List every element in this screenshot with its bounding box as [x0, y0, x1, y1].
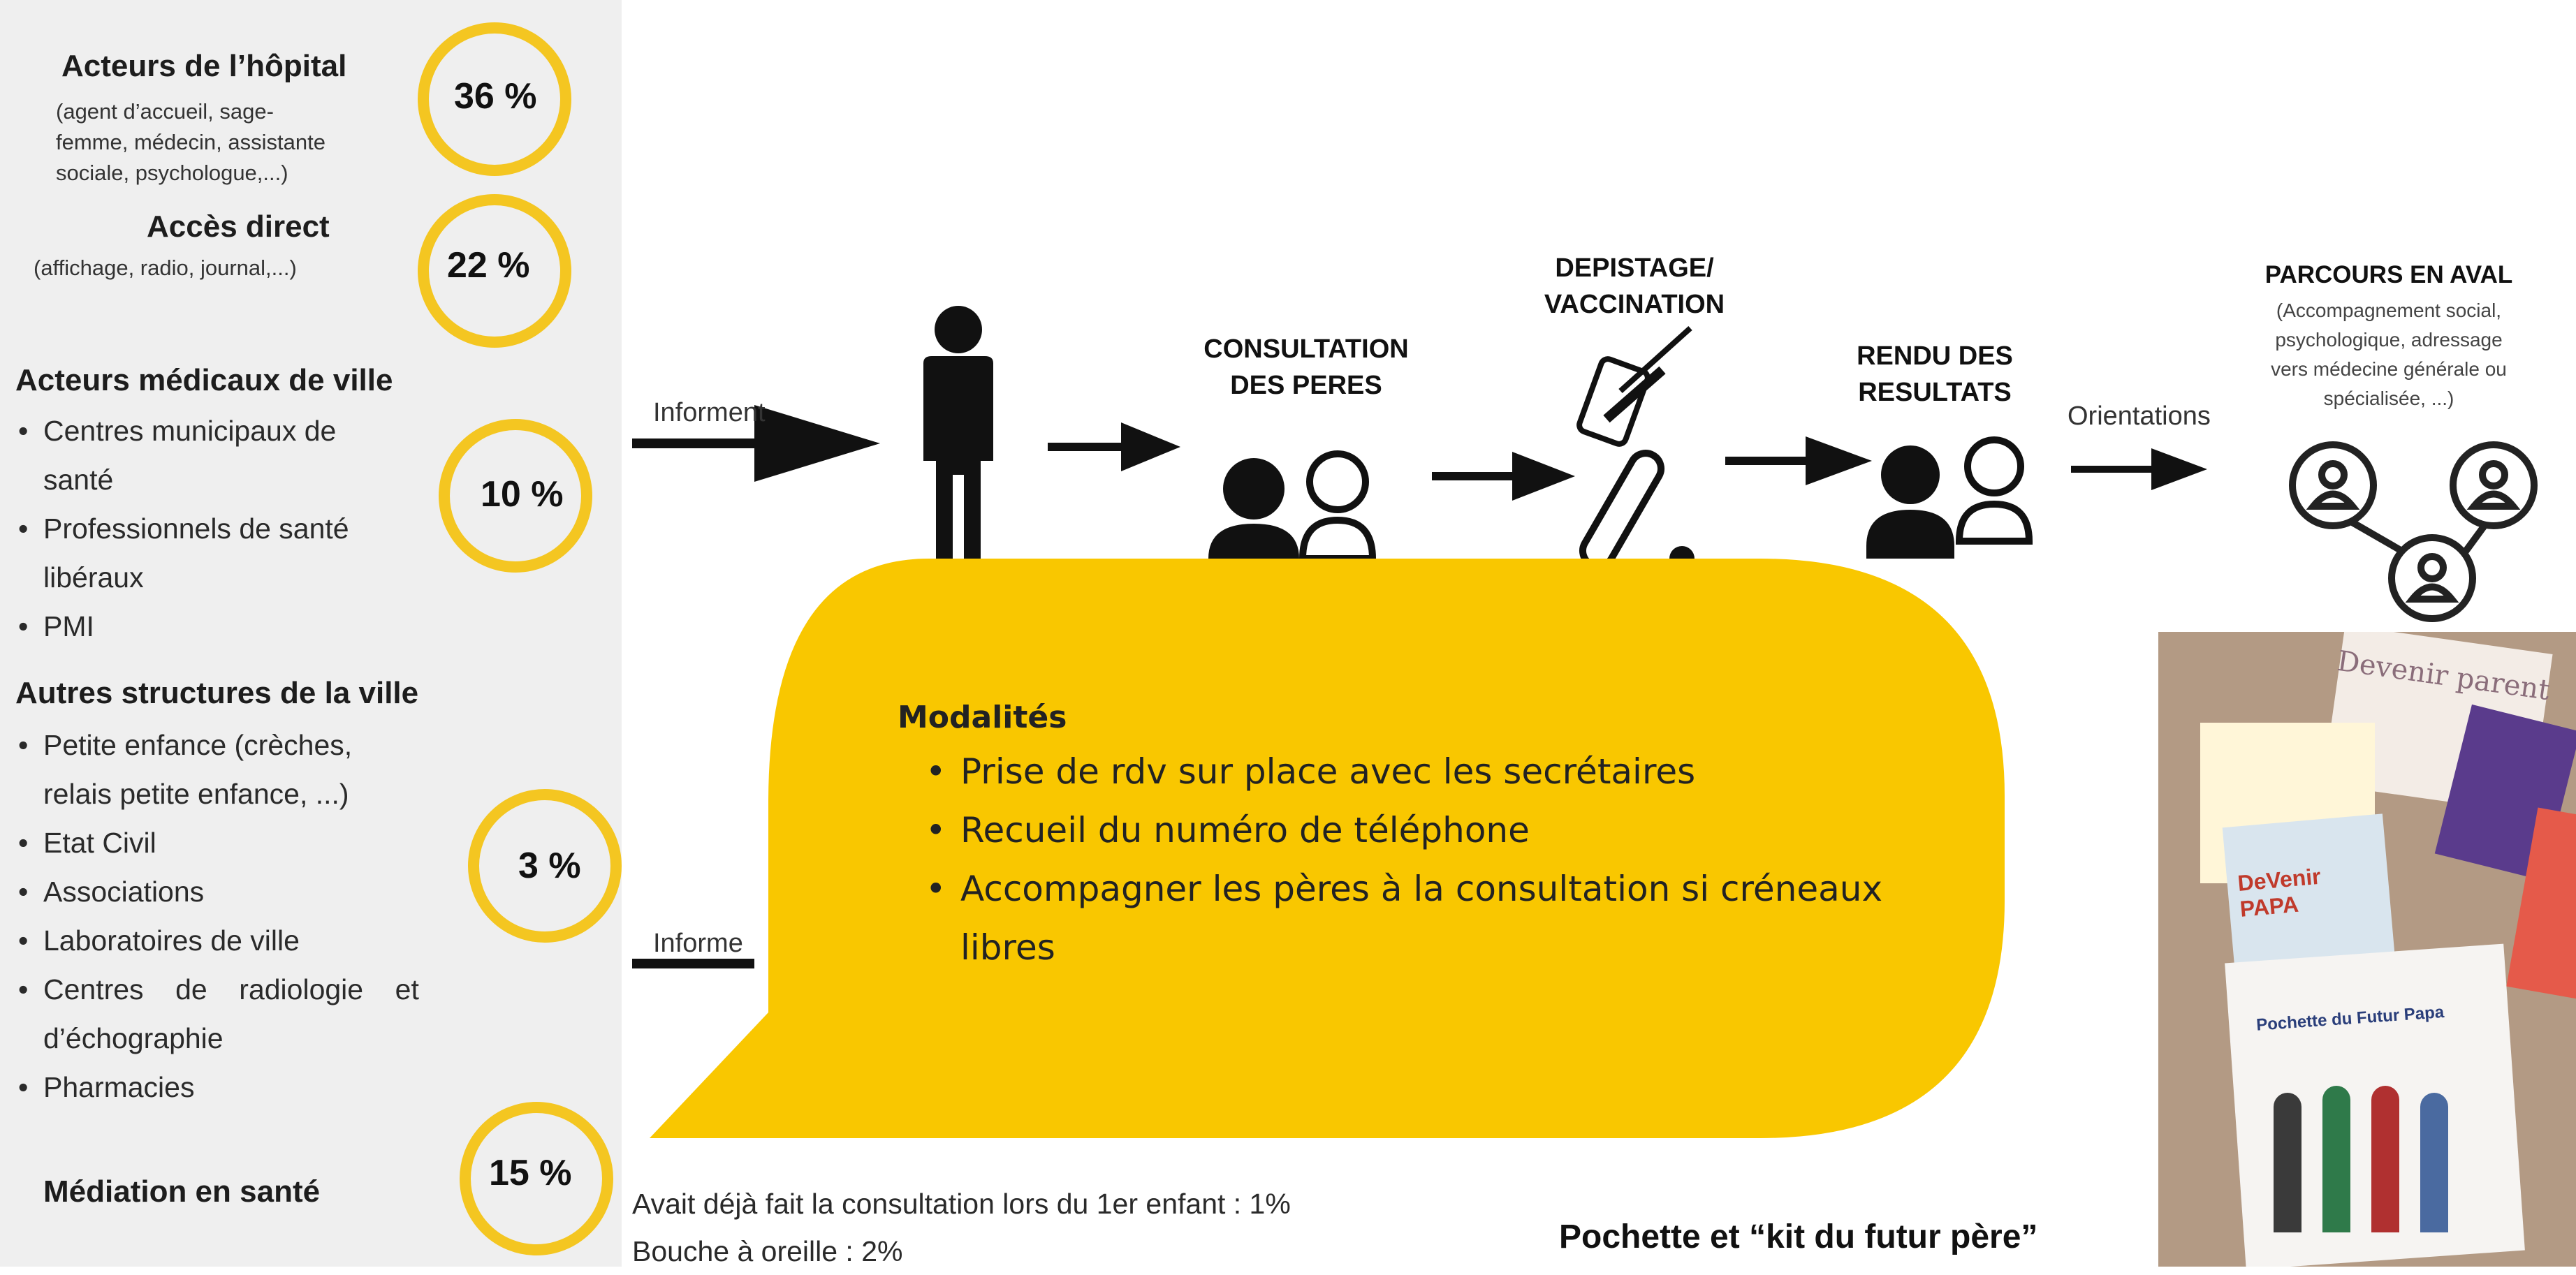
hospital-title: Acteurs de l’hôpital: [61, 49, 347, 83]
rendu-icon: [1866, 436, 2033, 559]
photo-figure: [2371, 1086, 2399, 1232]
list-item: Etat Civil: [15, 818, 490, 867]
photo-figure: [2274, 1093, 2301, 1232]
arrow-to-consultation: [1048, 422, 1180, 471]
list-item: PMI: [15, 602, 434, 651]
depistage-label: DEPISTAGE/ VACCINATION: [1509, 250, 1760, 323]
arrow-to-rendu: [1725, 436, 1872, 485]
aval-line: vers médecine générale ou: [2271, 358, 2507, 380]
modalites-item: Accompagner les pères à la consultation …: [919, 860, 1987, 918]
list-item: Centres municipaux de: [15, 406, 434, 455]
other-city-percent: 3 %: [518, 846, 581, 886]
hospital-subtitle: (agent d’accueil, sage- femme, médecin, …: [56, 96, 325, 189]
modalites-item: Recueil du numéro de téléphone: [919, 801, 1987, 860]
photo-figure: [2420, 1093, 2448, 1232]
medical-city-title: Acteurs médicaux de ville: [15, 363, 393, 397]
mediation-title: Médiation en santé: [43, 1174, 321, 1209]
list-item: santé: [43, 464, 114, 496]
other-city-list: Petite enfance (crèches, relais petite e…: [15, 721, 490, 1112]
depistage-label-line: VACCINATION: [1544, 290, 1725, 319]
list-item: libéraux: [43, 561, 144, 594]
photo-devenir-papa: DeVenir PAPA: [2237, 863, 2322, 922]
list-item: Petite enfance (crèches,: [15, 721, 490, 769]
arrow-to-aval: [2071, 448, 2207, 490]
informent-label: Informent: [653, 398, 766, 427]
list-item: Pharmacies: [15, 1063, 490, 1112]
hospital-subtitle-line: (agent d’accueil, sage-: [56, 99, 274, 124]
other-city-title: Autres structures de la ville: [15, 676, 419, 710]
aval-description: (Accompagnement social, psychologique, a…: [2214, 296, 2563, 413]
aval-line: (Accompagnement social,: [2276, 300, 2502, 321]
list-item: Associations: [15, 867, 490, 916]
hospital-percent: 36 %: [454, 76, 537, 117]
consultation-icon: [1208, 450, 1377, 569]
modalites-item-continuation: libres: [960, 927, 1055, 968]
photo-figure: [2322, 1086, 2350, 1232]
kit-caption: Pochette et “kit du futur père”: [1559, 1218, 2038, 1255]
direct-subtitle: (affichage, radio, journal,...): [34, 256, 297, 280]
orientations-label: Orientations: [2068, 401, 2211, 431]
network-icon: [2289, 441, 2538, 622]
aval-title: PARCOURS EN AVAL: [2264, 261, 2513, 288]
consultation-label-line: DES PERES: [1230, 371, 1382, 400]
hospital-subtitle-line: sociale, psychologue,...): [56, 161, 288, 185]
list-item: Laboratoires de ville: [15, 916, 490, 965]
informe-label: Informe: [653, 929, 743, 958]
informent-arrow: [632, 405, 880, 482]
kit-photo: Devenir parent DeVenir PAPA Pochette du …: [2158, 632, 2576, 1267]
list-item: Professionnels de santé: [15, 504, 434, 553]
direct-percent: 22 %: [447, 245, 530, 286]
mediation-percent: 15 %: [489, 1153, 572, 1193]
rendu-label: RENDU DES RESULTATS: [1830, 338, 2040, 411]
other-sources-notes: Avait déjà fait la consultation lors du …: [632, 1180, 1291, 1275]
medical-city-percent: 10 %: [481, 474, 564, 515]
list-item: d’échographie: [43, 1022, 224, 1054]
note-line: Bouche à oreille : 2%: [632, 1235, 903, 1267]
modalites-title: Modalités: [898, 700, 1067, 735]
hospital-subtitle-line: femme, médecin, assistante: [56, 130, 325, 154]
consultation-label-line: CONSULTATION: [1203, 334, 1409, 364]
medical-city-list: Centres municipaux de santé Professionne…: [15, 406, 434, 651]
aval-line: spécialisée, ...): [2323, 388, 2454, 409]
arrow-to-depistage: [1432, 452, 1575, 501]
father-person-icon: [923, 306, 993, 573]
modalites-item: Prise de rdv sur place avec les secrétai…: [919, 742, 1987, 801]
list-item: relais petite enfance, ...): [43, 778, 349, 810]
rendu-label-line: RENDU DES: [1857, 341, 2013, 371]
consultation-label: CONSULTATION DES PERES: [1159, 331, 1453, 404]
modalites-content: Modalités Prise de rdv sur place avec le…: [898, 700, 1987, 977]
list-item: Centres de radiologie et: [15, 965, 490, 1014]
note-line: Avait déjà fait la consultation lors du …: [632, 1188, 1291, 1220]
aval-line: psychologique, adressage: [2275, 329, 2503, 351]
direct-title: Accès direct: [147, 209, 330, 244]
rendu-label-line: RESULTATS: [1858, 378, 2012, 407]
depistage-label-line: DEPISTAGE/: [1555, 253, 1714, 283]
